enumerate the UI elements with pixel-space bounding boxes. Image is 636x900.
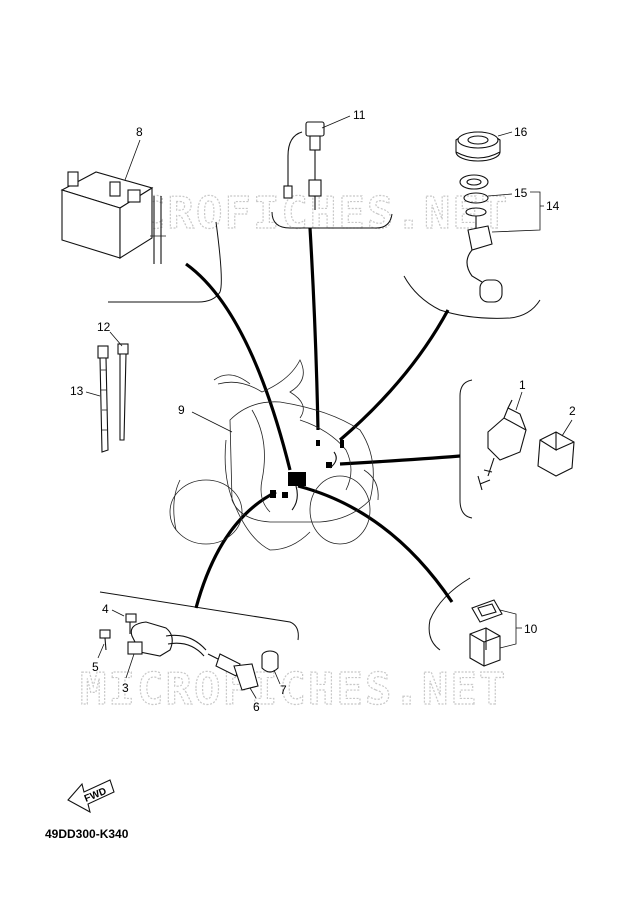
leader-3: [125, 653, 135, 679]
leader-2: [561, 419, 573, 437]
fuse-box: [469, 627, 501, 667]
spark-plug-cap: [207, 653, 259, 691]
wire-battery: [185, 262, 292, 471]
forward-arrow-icon: FWD: [67, 779, 115, 814]
callout-2: 2: [569, 404, 576, 418]
leader-1: [515, 391, 523, 411]
callout-9: 9: [178, 403, 185, 417]
leader-5: [97, 643, 105, 659]
callout-3: 3: [122, 681, 129, 695]
frame-relays: [459, 379, 473, 519]
leader-11: [321, 115, 351, 129]
callout-14: 14: [546, 199, 560, 213]
leader-6: [249, 687, 257, 699]
bolt-5: [99, 629, 111, 651]
wire-ignition: [194, 490, 277, 609]
sensor: [283, 121, 325, 210]
wire-fuel-sender: [338, 309, 450, 442]
ignition-coil: [127, 621, 207, 657]
leader-15: [487, 193, 513, 197]
leader-9: [191, 411, 233, 433]
callout-6: 6: [253, 700, 260, 714]
leader-12: [109, 331, 123, 347]
callout-1: 1: [519, 378, 526, 392]
battery: [60, 171, 166, 264]
frame-fuel-sender: [403, 275, 541, 319]
relay-block: [537, 431, 575, 477]
wire-harness: [270, 440, 344, 511]
callout-10: 10: [524, 622, 538, 636]
fuel-sender-unit: [459, 174, 503, 303]
leader-16: [497, 131, 513, 137]
callout-5: 5: [92, 660, 99, 674]
diagram-code: 49DD300-K340: [45, 827, 129, 841]
callout-8: 8: [136, 125, 143, 139]
fuse-holder: [471, 599, 503, 623]
frame-sensor: [271, 211, 393, 229]
wire-sensor: [308, 227, 320, 431]
leader-10: [499, 609, 522, 649]
frame-fuses: [428, 577, 471, 651]
watermark-bottom: MICROFICHES.NET: [80, 664, 507, 715]
callout-4: 4: [102, 602, 109, 616]
leader-7: [273, 669, 281, 685]
leader-13: [85, 391, 101, 397]
fwd-label: FWD: [83, 786, 108, 805]
relay: [477, 399, 527, 491]
callout-12: 12: [97, 320, 111, 334]
cable-tie-large: [97, 345, 109, 453]
callout-16: 16: [514, 125, 528, 139]
leader-8: [124, 139, 141, 181]
leader-4: [111, 609, 125, 617]
callout-15: 15: [514, 186, 528, 200]
wire-fuses: [297, 484, 454, 603]
motorcycle-outline: [169, 359, 379, 551]
leader-14: [491, 191, 544, 233]
callout-13: 13: [70, 384, 84, 398]
fuel-cap-grommet: [455, 131, 501, 162]
cable-tie-small: [117, 343, 129, 441]
bolt-4: [125, 613, 137, 634]
callout-11: 11: [353, 108, 366, 122]
callout-7: 7: [280, 683, 287, 697]
frame-ignition: [99, 591, 299, 641]
wire-relays: [339, 454, 461, 466]
frame-battery: [108, 221, 222, 303]
cover-cap: [261, 650, 279, 673]
